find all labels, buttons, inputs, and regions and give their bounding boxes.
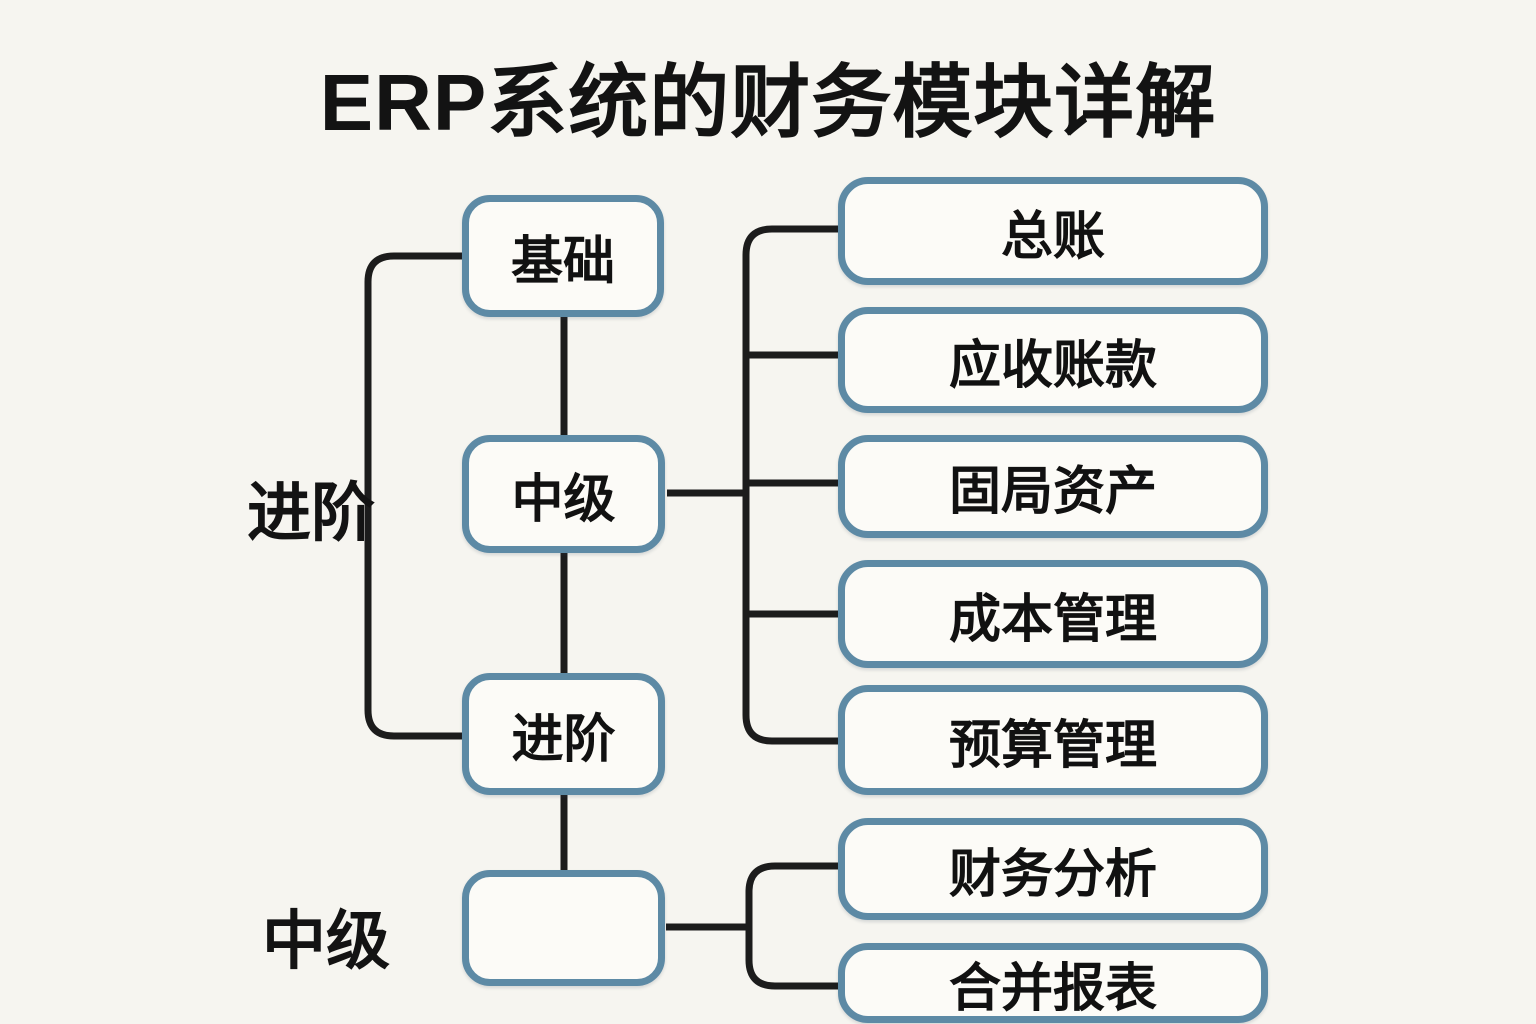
level-node-empty bbox=[462, 870, 665, 986]
module-node-fixed-assets-label: 固局资产 bbox=[948, 463, 1157, 521]
module-node-cost-management-label: 成本管理 bbox=[948, 590, 1157, 649]
page-title: ERP系统的财务模块详解 bbox=[319, 58, 1217, 147]
module-node-budget-management: 预算管理 bbox=[838, 685, 1268, 795]
module-node-accounts-receivable: 应收账款 bbox=[838, 307, 1268, 413]
module-node-general-ledger: 总账 bbox=[838, 177, 1268, 285]
module-node-financial-analysis-label: 财务分析 bbox=[948, 845, 1157, 904]
module-node-fixed-assets: 固局资产 bbox=[838, 435, 1268, 538]
level-node-intermediate-label: 中级 bbox=[511, 470, 616, 529]
level-node-basic-label: 基础 bbox=[510, 232, 615, 291]
left-bracket-connector bbox=[364, 252, 462, 740]
level-node-basic: 基础 bbox=[462, 195, 664, 317]
level-node-advanced-label: 进阶 bbox=[511, 710, 616, 769]
level-node-advanced: 进阶 bbox=[462, 673, 665, 795]
module-node-budget-management-label: 预算管理 bbox=[948, 716, 1157, 775]
module-node-accounts-receivable-label: 应收账款 bbox=[948, 336, 1157, 395]
side-label-advanced: 进阶 bbox=[247, 477, 375, 549]
module-node-consolidated-statements: 合并报表 bbox=[838, 943, 1268, 1023]
bottom-bracket-connector bbox=[745, 862, 838, 990]
module-node-cost-management: 成本管理 bbox=[838, 560, 1268, 668]
module-node-consolidated-statements-label: 合并报表 bbox=[948, 959, 1157, 1018]
module-node-financial-analysis: 财务分析 bbox=[838, 818, 1268, 920]
module-node-general-ledger-label: 总账 bbox=[1000, 207, 1105, 266]
level-node-intermediate: 中级 bbox=[462, 435, 665, 553]
side-label-intermediate: 中级 bbox=[262, 905, 390, 977]
